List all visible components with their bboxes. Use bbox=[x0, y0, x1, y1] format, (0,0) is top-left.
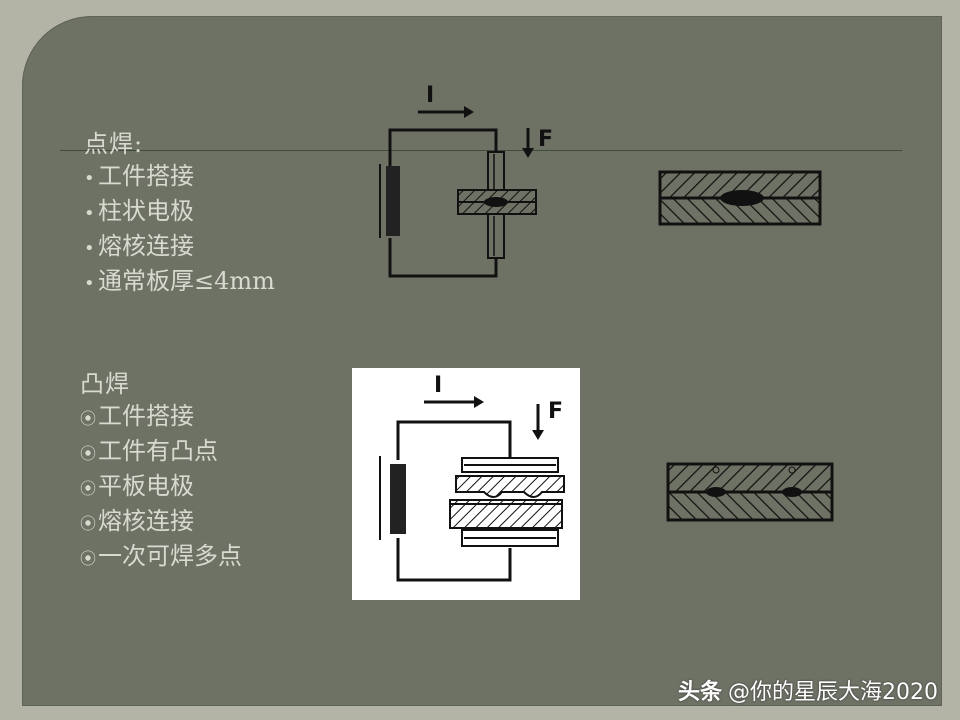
bullet-dot-icon: • bbox=[84, 238, 95, 259]
title-divider-line bbox=[60, 150, 902, 151]
bullet-dot-icon: • bbox=[84, 168, 95, 189]
spot-weld-cross-section bbox=[658, 170, 822, 226]
bullet-circle-icon: ⦿ bbox=[80, 444, 97, 463]
spot-item-label: 熔核连接 bbox=[98, 232, 194, 260]
upper-electrode bbox=[487, 151, 505, 193]
spot-item-label: 通常板厚≤4mm bbox=[98, 267, 275, 295]
current-label: I bbox=[426, 83, 434, 108]
bullet-circle-icon: ⦿ bbox=[80, 479, 97, 498]
weld-nugget bbox=[706, 487, 726, 497]
spot-weld-text: 点焊: •工件搭接 •柱状电极 •熔核连接 •通常板厚≤4mm bbox=[84, 128, 275, 300]
projection-item-label: 平板电极 bbox=[98, 472, 194, 500]
watermark-handle: @你的星辰大海2020 bbox=[728, 680, 938, 705]
spot-item-1: •工件搭接 bbox=[84, 160, 275, 195]
spot-item-3: •熔核连接 bbox=[84, 230, 275, 265]
projection-item-label: 工件有凸点 bbox=[98, 437, 218, 465]
bullet-circle-icon: ⦿ bbox=[80, 409, 97, 428]
watermark-brand: 头条 bbox=[677, 680, 722, 705]
spot-item-2: •柱状电极 bbox=[84, 195, 275, 230]
projection-item-1: ⦿工件搭接 bbox=[80, 400, 242, 435]
spot-item-label: 工件搭接 bbox=[98, 162, 194, 190]
weld-nugget bbox=[720, 190, 764, 206]
force-label: F bbox=[538, 127, 553, 152]
projection-item-label: 一次可焊多点 bbox=[98, 542, 242, 570]
projection-item-2: ⦿工件有凸点 bbox=[80, 435, 242, 470]
bullet-dot-icon: • bbox=[84, 273, 95, 294]
force-label: F bbox=[548, 399, 563, 424]
projection-weld-text: 凸焊 ⦿工件搭接 ⦿工件有凸点 ⦿平板电极 ⦿熔核连接 ⦿一次可焊多点 bbox=[80, 368, 242, 575]
spot-item-label: 柱状电极 bbox=[98, 197, 194, 225]
projection-item-3: ⦿平板电极 bbox=[80, 470, 242, 505]
weld-nugget bbox=[782, 487, 802, 497]
lower-electrode bbox=[487, 213, 505, 259]
projection-weld-cross-section bbox=[666, 462, 834, 522]
weld-nugget bbox=[484, 197, 508, 207]
spot-weld-title: 点焊: bbox=[84, 130, 144, 158]
projection-item-4: ⦿熔核连接 bbox=[80, 505, 242, 540]
projection-weld-circuit-diagram: I F bbox=[352, 368, 580, 600]
watermark: 头条@你的星辰大海2020 bbox=[678, 674, 938, 706]
projection-item-5: ⦿一次可焊多点 bbox=[80, 540, 242, 575]
bullet-dot-icon: • bbox=[84, 203, 95, 224]
transformer-coil bbox=[386, 166, 400, 236]
current-label: I bbox=[434, 373, 442, 398]
bullet-circle-icon: ⦿ bbox=[80, 514, 97, 533]
projection-item-label: 工件搭接 bbox=[98, 402, 194, 430]
bullet-circle-icon: ⦿ bbox=[80, 549, 97, 568]
spot-weld-circuit-diagram: I F bbox=[379, 83, 553, 278]
projection-weld-title: 凸焊 bbox=[80, 370, 130, 398]
projection-item-label: 熔核连接 bbox=[98, 507, 194, 535]
transformer-coil bbox=[390, 464, 406, 534]
spot-item-4: •通常板厚≤4mm bbox=[84, 265, 275, 300]
